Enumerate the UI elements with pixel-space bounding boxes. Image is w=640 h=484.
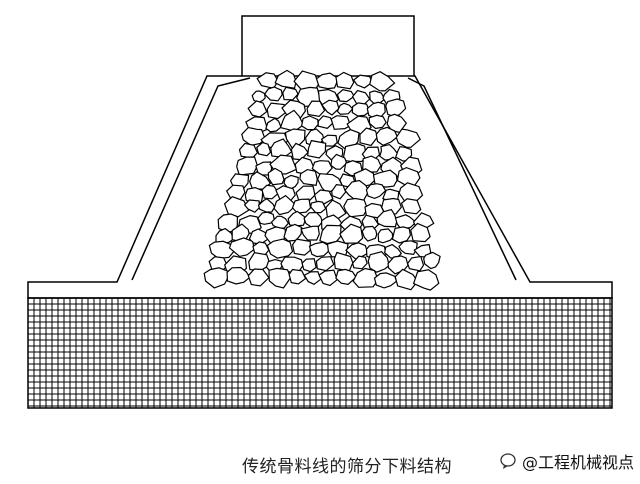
- aggregate-rock: [313, 189, 334, 205]
- aggregate-rock: [208, 240, 235, 260]
- aggregate-rock: [251, 90, 266, 104]
- aggregate-rock: [228, 237, 256, 258]
- screen-frame: [27, 297, 613, 409]
- aggregate-rock: [398, 240, 418, 256]
- aggregate-rock: [307, 139, 327, 159]
- hopper-inner-left-wall: [131, 77, 251, 281]
- aggregate-rock: [223, 196, 250, 218]
- aggregate-rock: [247, 268, 270, 287]
- aggregate-rock: [261, 184, 280, 200]
- aggregate-rock: [299, 168, 318, 186]
- aggregate-rock: [333, 251, 354, 272]
- aggregate-rock: [315, 72, 338, 90]
- aggregate-rock: [241, 126, 266, 147]
- aggregate-rock: [342, 143, 368, 163]
- aggregate-rock: [267, 167, 285, 186]
- aggregate-rock: [336, 89, 356, 103]
- aggregate-rock: [423, 251, 441, 270]
- hopper-inner-right-wall: [407, 77, 517, 281]
- aggregate-rock: [266, 102, 288, 120]
- watermark: @工程机械视点: [500, 449, 634, 473]
- aggregate-rock: [365, 183, 387, 200]
- aggregate-rock: [291, 198, 312, 214]
- aggregate-rock: [361, 225, 378, 242]
- aggregate-rock: [330, 153, 348, 170]
- aggregate-rock: [282, 86, 299, 101]
- aggregate-rock: [283, 174, 299, 191]
- aggregate-rock: [412, 269, 440, 291]
- watermark-text: @工程机械视点: [522, 453, 635, 472]
- aggregate-rock: [395, 128, 421, 148]
- aggregate-rock: [226, 266, 251, 285]
- aggregate-rock: [300, 115, 319, 131]
- aggregate-rock: [236, 156, 259, 176]
- aggregate-rock: [288, 268, 307, 285]
- aggregate-rock: [410, 222, 431, 243]
- aggregate-rock: [367, 251, 390, 273]
- diagram-caption: 传统骨料线的筛分下料结构: [242, 457, 452, 477]
- aggregate-rock: [394, 214, 417, 230]
- aggregate-rock: [247, 100, 268, 118]
- aggregate-rock: [318, 269, 338, 287]
- aggregate-rock: [257, 211, 276, 225]
- aggregate-rock: [273, 194, 297, 216]
- aggregate-rock: [394, 268, 419, 291]
- screen-mesh: [27, 297, 612, 408]
- aggregate-rock: [362, 155, 382, 173]
- aggregate-rock: [335, 268, 357, 285]
- aggregate-rock: [336, 102, 354, 115]
- aggregate-rock: [372, 169, 398, 188]
- aggregate-rock: [331, 183, 347, 200]
- aggregate-rock: [263, 86, 283, 102]
- aggregate-rock: [386, 113, 408, 133]
- aggregate-rock: [301, 258, 317, 273]
- aggregate-rock: [203, 267, 229, 289]
- aggregate-rock: [368, 114, 387, 130]
- aggregate-rock: [330, 115, 352, 130]
- aggregate-rock: [352, 74, 373, 89]
- wechat-bubble-icon: [500, 453, 516, 469]
- aggregate-rock: [321, 99, 340, 116]
- aggregate-rock: [406, 255, 425, 272]
- aggregate-rock: [291, 238, 311, 256]
- aggregate-rock: [257, 198, 276, 213]
- aggregate-rock: [303, 211, 323, 229]
- aggregate-rock: [315, 256, 335, 272]
- aggregate-rock: [243, 199, 261, 213]
- aggregate-rock: [310, 200, 327, 214]
- aggregate-rock: [335, 71, 355, 90]
- aggregate-rock: [373, 272, 398, 289]
- aggregate-rock: [287, 210, 306, 227]
- aggregate-rock: [376, 208, 398, 228]
- aggregate-rock: [274, 69, 297, 89]
- aggregate-rock: [375, 126, 399, 146]
- aggregate-rock: [400, 198, 422, 215]
- aggregate-rock-pile: [203, 69, 441, 291]
- aggregate-rock: [352, 267, 379, 288]
- aggregate-rock: [369, 90, 386, 104]
- aggregate-rock: [290, 142, 309, 161]
- aggregate-rock: [369, 71, 396, 92]
- aggregate-rock: [351, 102, 371, 117]
- aggregate-rock: [300, 225, 320, 241]
- aggregate-rock: [283, 223, 303, 242]
- aggregate-rock: [265, 117, 282, 133]
- aggregate-rock: [308, 241, 331, 258]
- aggregate-rock: [256, 141, 272, 157]
- aggregate-rock: [306, 100, 326, 118]
- aggregate-rock: [377, 228, 394, 244]
- aggregate-rock: [249, 171, 272, 190]
- aggregate-rock: [238, 142, 259, 159]
- feed-box: [241, 15, 415, 77]
- aggregate-rock: [351, 255, 368, 270]
- aggregate-rock: [359, 127, 379, 147]
- aggregate-rock: [303, 271, 322, 285]
- aggregate-rock: [385, 98, 407, 117]
- aggregate-rock: [268, 267, 292, 289]
- aggregate-rock: [343, 197, 369, 218]
- aggregate-rock: [317, 115, 334, 129]
